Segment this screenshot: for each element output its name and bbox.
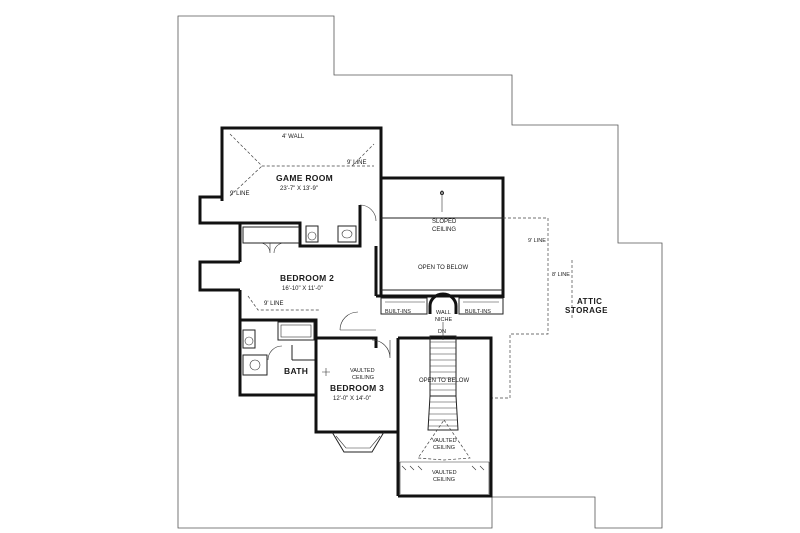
dormer-upper [198,195,222,225]
roof-outline [177,15,663,529]
built-ins-right-label: BUILT-INS [465,309,491,315]
wall-niche-label-1: WALL [436,310,451,316]
vaulted-diamond [417,419,471,461]
open-to-below-stair-label: OPEN TO BELOW [419,378,469,384]
bedroom3-outer [314,338,398,434]
stair-lower-treads [428,401,458,427]
built-ins-right-box [458,297,504,315]
bedroom3-title: BEDROOM 3 [330,383,384,393]
wall-niche-label-2: NICHE [435,317,452,323]
bedroom3-wall [316,336,378,348]
closet-door-arc [259,242,285,254]
bedroom2-title: BEDROOM 2 [280,273,334,283]
storage-label: STORAGE [565,306,608,315]
bedroom3-door [371,339,391,359]
bedroom2-wall [238,290,318,338]
stair-treads [430,341,456,391]
built-ins-left-box [380,297,428,315]
game-room-title: GAME ROOM [276,173,333,183]
nine-line-top-label: 9' LINE [347,160,367,166]
four-wall-label: 4' WALL [282,134,305,140]
toilet-1-bowl [307,231,317,241]
toilet-1 [305,225,319,243]
open-to-below-top-label: OPEN TO BELOW [418,265,468,271]
game-room-wall [220,126,383,201]
door-swing-bed2 [339,311,376,331]
slope-arrow-dot [440,191,444,195]
sink-1-basin [341,229,353,239]
sloped-label: SLOPED [432,219,457,225]
bathtub-inner [280,324,312,338]
bay-window-inner [335,435,381,449]
bathtub [277,321,315,341]
game-room-dim: 23'-7" X 13'-9" [280,186,318,192]
sink-1 [337,225,357,243]
vaulted-hatch-b3 [322,368,330,376]
dn-label: DN [438,329,446,335]
bath-label: BATH [284,366,308,376]
bedroom2-nine-line-label: 9' LINE [264,301,284,307]
hip-line [229,133,375,167]
nine-line-left [229,165,263,197]
foyer-hatch [399,461,490,494]
stair-wall [398,336,493,498]
door-swing-game [359,204,377,222]
bath-door [267,345,283,361]
bath-toilet-bowl [244,336,254,346]
bedroom2-dim: 16'-10" X 11'-0" [282,286,323,292]
nine-line-right-label: 9' LINE [528,238,546,244]
ceiling-3-label: CEILING [433,477,455,483]
vaulted-2-label: VAULTED [432,438,457,444]
bath-sink [249,359,261,371]
nine-line-left-label: 9' LINE [230,191,250,197]
nine-line-right [491,217,549,399]
bath-wall [238,320,316,397]
open-area-wall [381,176,505,298]
eight-line-right-label: 8' LINE [552,272,570,278]
foyer-ticks [401,465,485,471]
dormer-lower [198,260,240,292]
stair-lower [427,395,459,431]
sloped-ceiling-label: CEILING [432,227,456,233]
bath-toilet [242,329,256,349]
built-ins-left-label: BUILT-INS [385,309,411,315]
attic-label: ATTIC [577,297,602,306]
bedroom3-dim: 12'-0" X 14'-0" [333,396,371,402]
ceiling-1-label: CEILING [352,375,374,381]
vaulted-3-label: VAULTED [432,470,457,476]
bath-vanity [242,354,268,376]
wall-niche-arch [428,292,458,314]
bedroom2-nine-line [247,295,320,311]
vaulted-1-label: VAULTED [350,368,375,374]
closet-1 [242,226,300,244]
bay-window [331,431,385,453]
game-room-lower-wall [222,205,362,248]
ceiling-2-label: CEILING [433,445,455,451]
